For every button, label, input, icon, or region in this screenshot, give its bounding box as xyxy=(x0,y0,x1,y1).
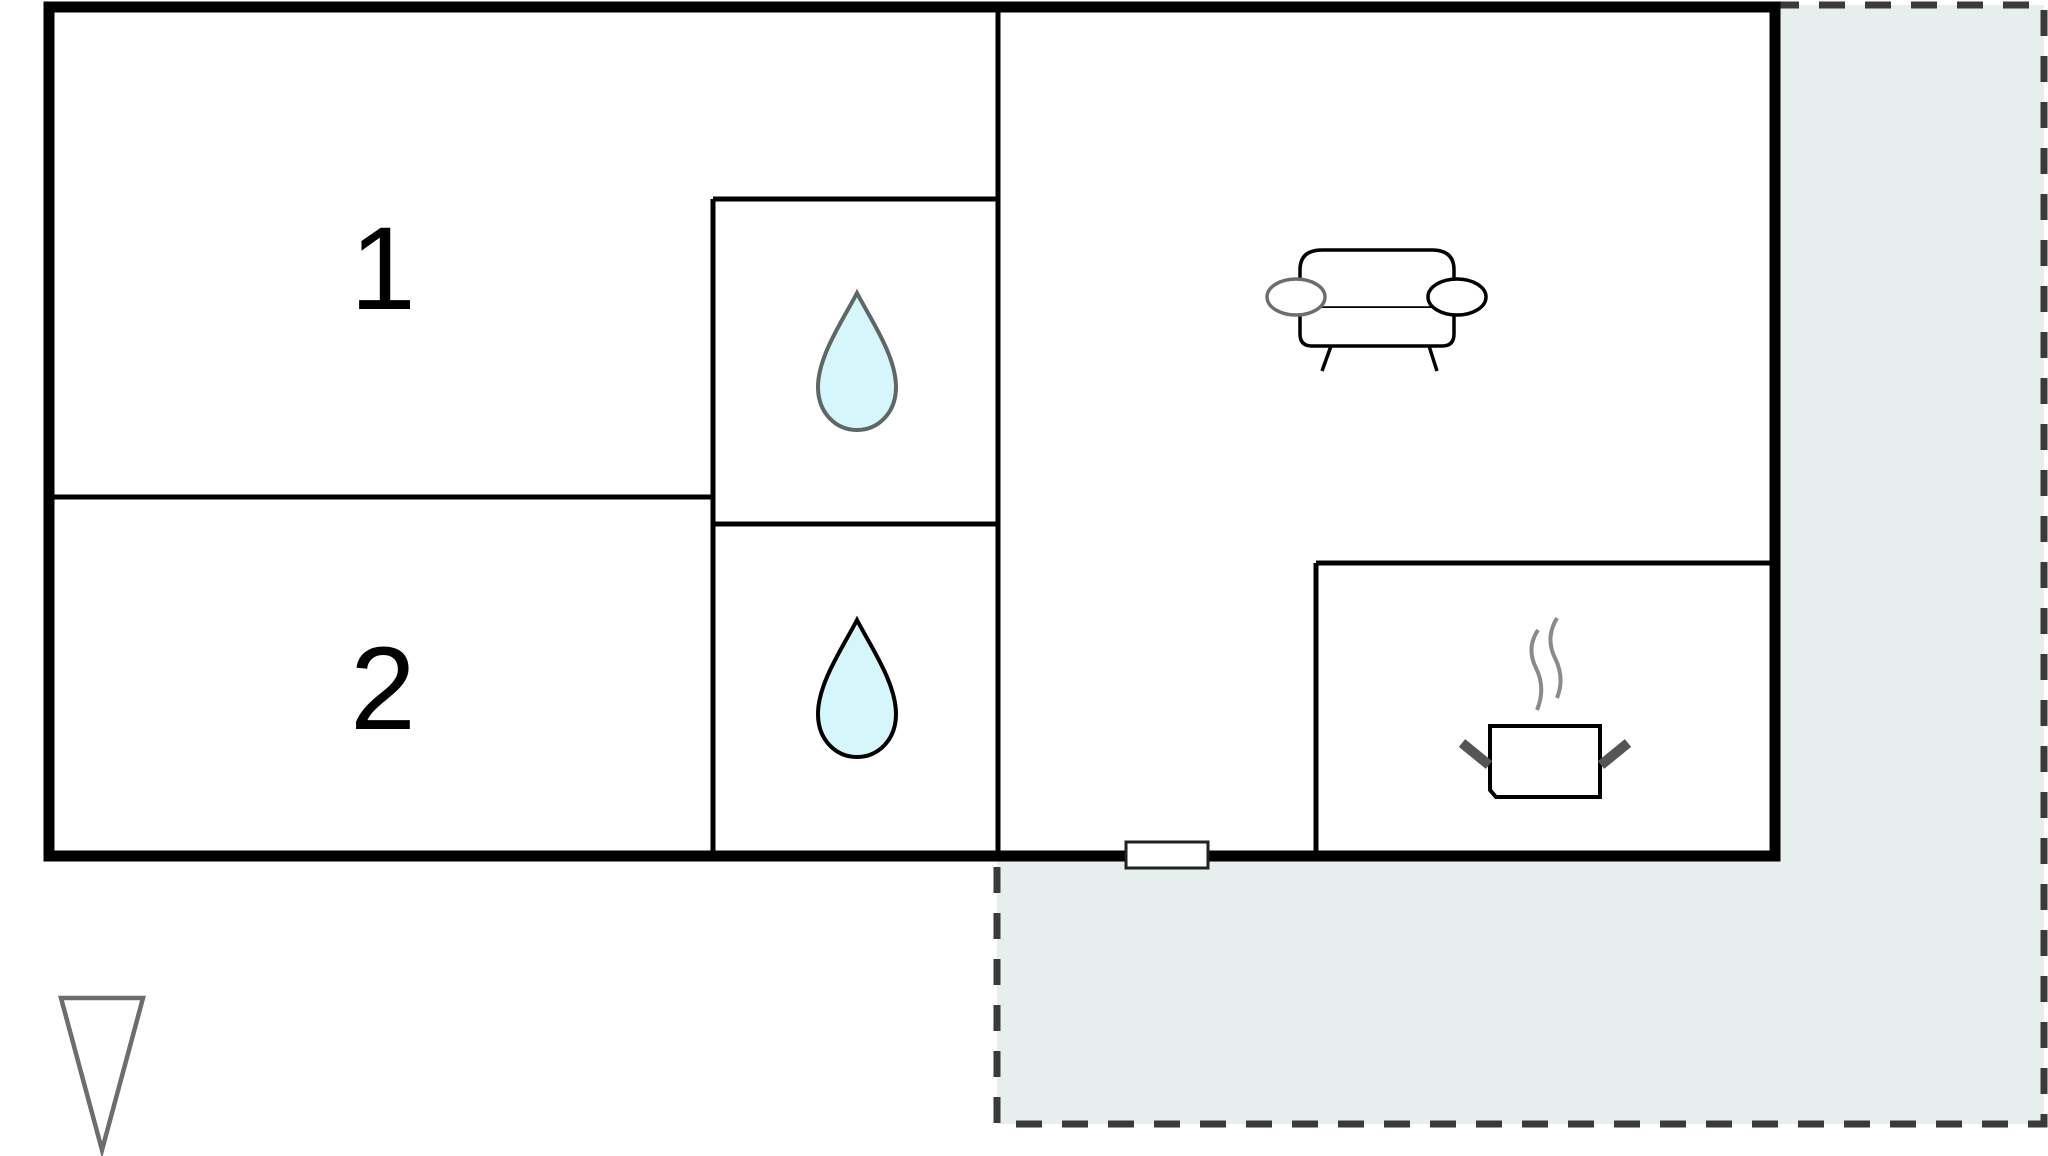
door-icon xyxy=(1124,840,1210,870)
bathroom-2 xyxy=(815,615,899,760)
bedroom-2: 2 xyxy=(350,623,416,755)
interior-walls xyxy=(49,7,1775,856)
room-label-1: 1 xyxy=(350,203,416,335)
water-drop-icon xyxy=(815,615,899,760)
room-label-2: 2 xyxy=(350,623,416,755)
living-room xyxy=(1265,248,1488,372)
steam-icon xyxy=(1529,628,1544,711)
terrace-area xyxy=(993,1,2048,1128)
north-arrow-icon xyxy=(58,995,146,1156)
steam-icon xyxy=(1548,616,1563,699)
outer-wall xyxy=(43,1,1781,862)
bedroom-1: 1 xyxy=(350,203,416,335)
cooking-pot-icon xyxy=(1458,616,1632,799)
bathroom-1 xyxy=(815,288,899,433)
sofa-icon xyxy=(1265,248,1488,372)
water-drop-icon xyxy=(815,288,899,433)
kitchen xyxy=(1458,616,1632,799)
